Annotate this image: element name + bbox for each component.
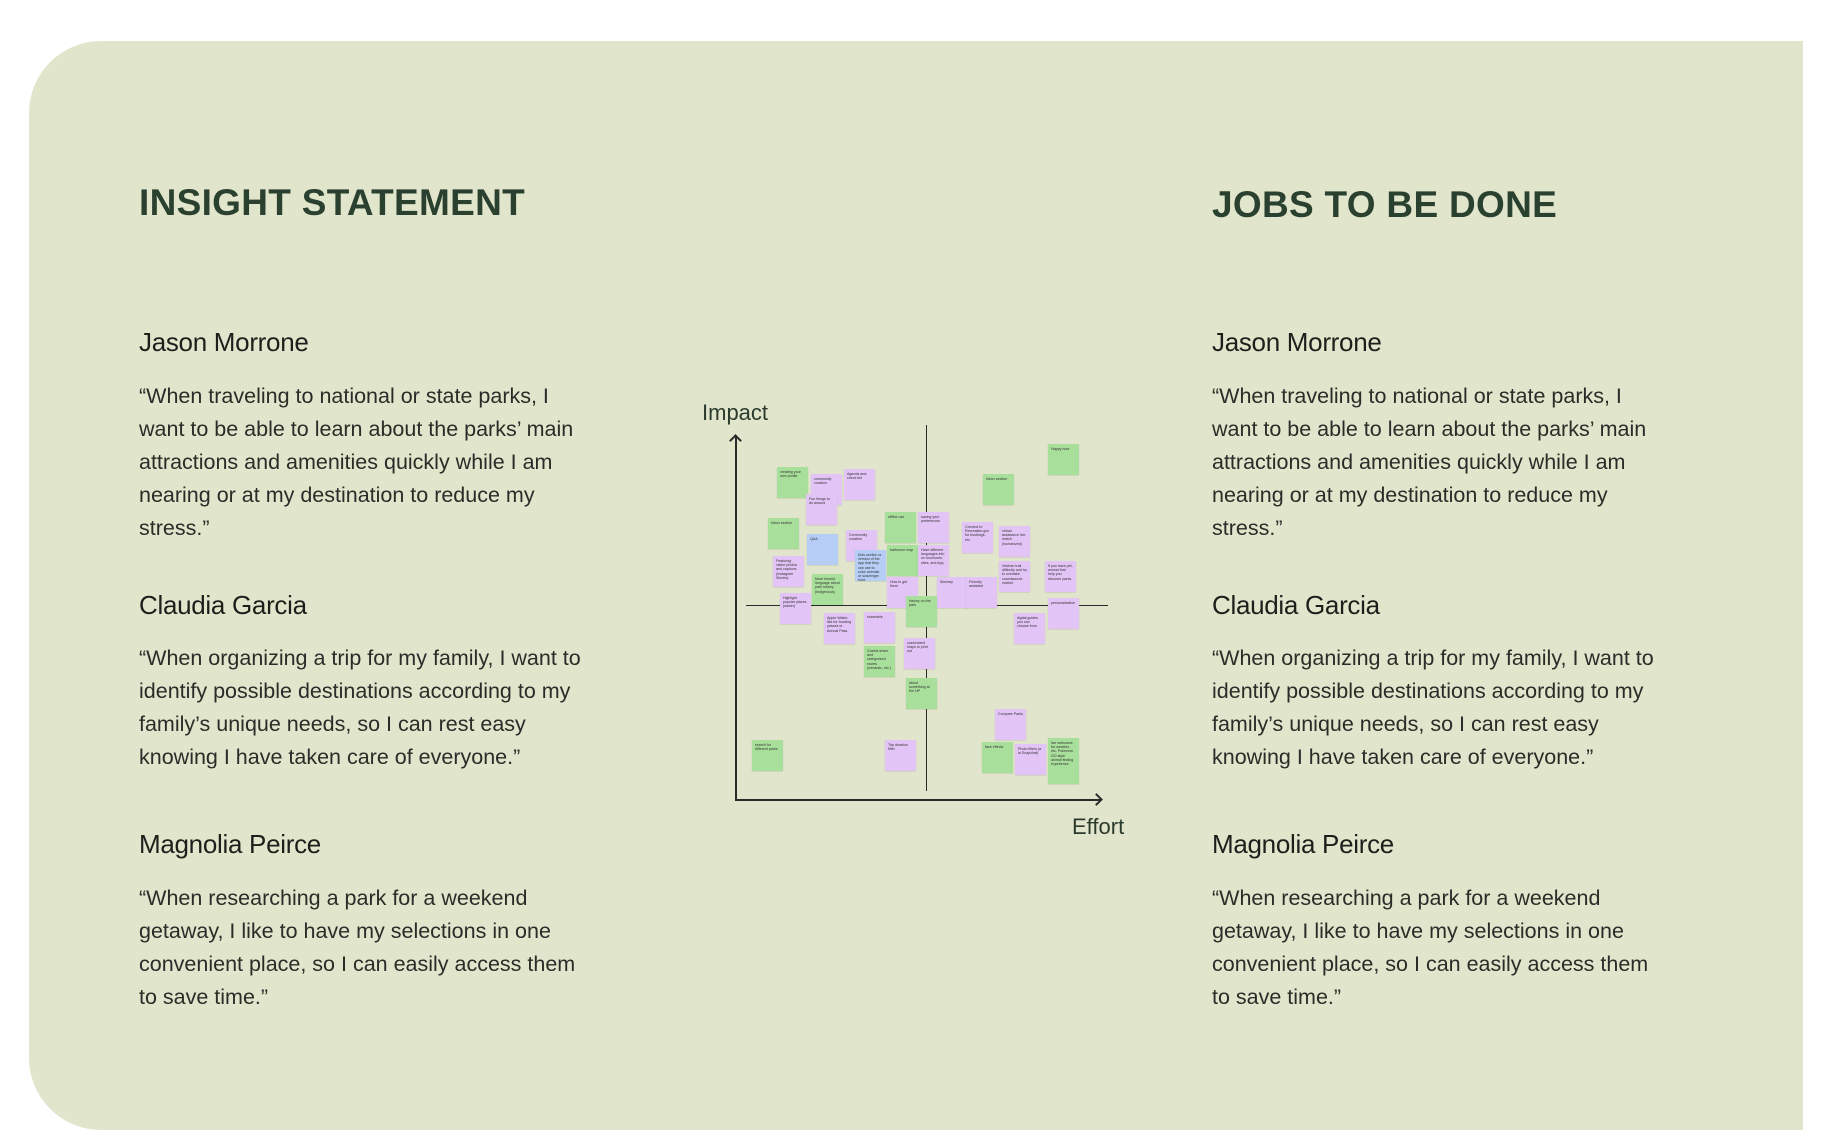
sticky-note: Featuring visitor photos and captions (I… [773,556,804,587]
persona-quote-line: “When organizing a trip for my family, I… [139,646,581,670]
sticky-note: Photo filters (a la Snapchat) [1015,744,1046,775]
persona-name: Magnolia Peirce [139,829,321,859]
sticky-note: Apple Wallet-like for booking passes or … [824,613,855,644]
persona-quote-line: to save time.” [139,985,269,1009]
persona-quote-line: knowing I have taken care of everyone.” [1212,745,1594,769]
persona-quote-line: getaway, I like to have my selections in… [1212,919,1624,943]
sticky-note: Friendly assistant [966,577,997,608]
sticky-note: offline use [885,512,916,543]
persona-name: Claudia Garcia [139,590,307,620]
persona-quote-line: want to be able to learn about the parks… [139,417,574,441]
persona-quote-line: attractions and amenities quickly while … [1212,450,1626,474]
sticky-note: live webcams for weather, etc. Pokemon G… [1048,738,1079,784]
persona-quote-line: stress.” [139,516,210,540]
x-axis [735,799,1100,801]
sticky-note: virtual assistance live match (humanized… [999,526,1030,557]
sticky-note: search for different parks [752,740,783,771]
sticky-note: Connect to Recreation.gov for bookings, … [962,522,993,553]
persona-quote-line: to save time.” [1212,985,1342,1009]
sticky-note: Itinerary [937,577,968,608]
sticky-note: Guests share and categorized routes (rom… [864,646,895,677]
sticky-note: Inbox section [983,474,1014,505]
sticky-note: Agenda and check list [844,469,875,500]
sticky-note: saving your preferences [918,512,949,543]
sticky-note: shareable [864,612,895,643]
sticky-note: digital guides you can choose from [1014,613,1045,644]
sticky-note: Trip duration filter [885,740,916,771]
persona-quote-line: family’s unique needs, so I can rest eas… [1212,712,1599,736]
sticky-note: More honest language about park history … [812,574,843,605]
persona-name: Jason Morrone [1212,327,1382,357]
insight-statement-heading: INSIGHT STATEMENT [139,182,526,223]
persona-quote-line: identify possible destinations according… [139,679,571,703]
sticky-note: personalization [1048,598,1079,629]
sticky-note: Highlight popular places (easier) [780,593,811,624]
persona-quote-line: identify possible destinations according… [1212,679,1644,703]
sticky-note: If you have pet, animal that help you di… [1045,561,1076,592]
sticky-note: Inbox section [768,518,799,549]
sticky-note: Kids section or version of the app that … [855,550,886,581]
sticky-note: face effects [982,742,1013,773]
persona-quote-line: getaway, I like to have my selections in… [139,919,551,943]
persona-quote-line: “When organizing a trip for my family, I… [1212,646,1654,670]
sticky-note: about something at the NP [906,678,937,709]
persona-quote-line: nearing or at my destination to reduce m… [139,483,535,507]
sticky-note: customized maps to print out [904,638,935,669]
sticky-note: Veteran trail difficulty and try to over… [999,561,1030,592]
jobs-to-be-done-heading: JOBS TO BE DONE [1212,184,1558,225]
persona-quote-line: knowing I have taken care of everyone.” [139,745,521,769]
persona-name: Jason Morrone [139,327,309,357]
persona-quote-line: family’s unique needs, so I can rest eas… [139,712,526,736]
persona-quote-line: nearing or at my destination to reduce m… [1212,483,1608,507]
y-axis [735,437,737,801]
persona-name: Claudia Garcia [1212,590,1380,620]
impact-axis-label: Impact [702,400,769,425]
sticky-note: history on the park [906,596,937,627]
persona-quote-line: “When researching a park for a weekend [139,886,528,910]
sticky-note: bathroom map [887,545,918,576]
persona-quote-line: attractions and amenities quickly while … [139,450,553,474]
persona-quote-line: “When traveling to national or state par… [1212,384,1622,408]
persona-quote-line: convenient place, so I can easily access… [139,952,576,976]
effort-axis-label: Effort [1072,814,1125,839]
sticky-note: Have different languages info on brochur… [918,545,949,576]
sticky-note: Happy hour [1048,444,1079,475]
sticky-note: Q&A [807,534,838,565]
persona-name: Magnolia Peirce [1212,829,1394,859]
sticky-note: creating your own profile [777,467,808,498]
persona-quote-line: “When researching a park for a weekend [1212,886,1601,910]
persona-quote-line: want to be able to learn about the parks… [1212,417,1647,441]
sticky-note: Compare Parks [995,709,1026,740]
sticky-note: Fun things to do around [806,494,837,525]
persona-quote-line: stress.” [1212,516,1283,540]
persona-quote-line: convenient place, so I can easily access… [1212,952,1649,976]
persona-quote-line: “When traveling to national or state par… [139,384,549,408]
